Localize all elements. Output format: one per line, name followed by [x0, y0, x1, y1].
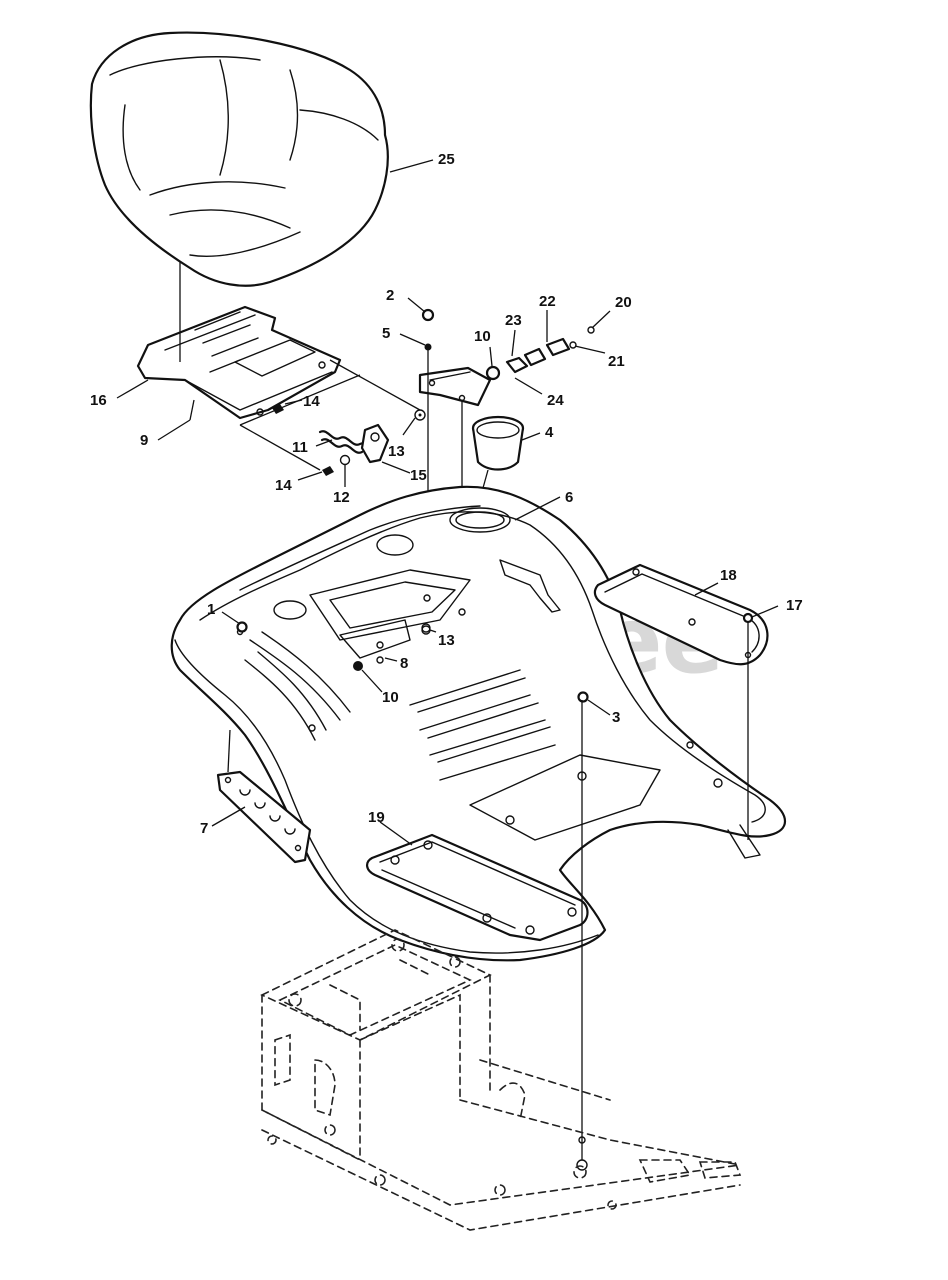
- callout-10-lower: 10: [382, 689, 399, 706]
- callout-18: 18: [720, 567, 737, 584]
- callout-6: 6: [565, 489, 573, 506]
- fender: [170, 485, 787, 962]
- callout-13-upper: 13: [388, 443, 405, 460]
- footrest-pad-left: [366, 833, 589, 942]
- callout-7: 7: [200, 820, 208, 837]
- callout-1: 1: [207, 601, 215, 618]
- callout-16: 16: [90, 392, 107, 409]
- callout-21: 21: [608, 353, 625, 370]
- leaders-fender: [236, 612, 754, 1171]
- callout-9: 9: [140, 432, 148, 449]
- seat-bracket: [136, 262, 342, 420]
- callout-2: 2: [386, 287, 394, 304]
- callout-4: 4: [545, 424, 554, 441]
- callout-23: 23: [505, 312, 522, 329]
- callout-22: 22: [539, 293, 556, 310]
- callout-8: 8: [400, 655, 408, 672]
- seat-adjuster-plate: [216, 729, 312, 864]
- callout-17: 17: [786, 597, 803, 614]
- callout-13-lower: 13: [438, 632, 455, 649]
- callout-10-upper: 10: [474, 328, 491, 345]
- callout-labels: 25 2 5 16 9 14 11 13 14 12 15 10 23 22 2…: [90, 151, 803, 837]
- callout-11: 11: [292, 439, 308, 456]
- callout-19: 19: [368, 809, 385, 826]
- seat: [89, 31, 389, 287]
- callout-15: 15: [410, 467, 427, 484]
- callout-24: 24: [547, 392, 564, 409]
- cup-holder: [471, 415, 525, 507]
- callout-25: 25: [438, 151, 455, 168]
- callout-5: 5: [382, 325, 390, 342]
- callout-20: 20: [615, 294, 632, 311]
- callout-leaders: [116, 159, 779, 846]
- callout-14-upper: 14: [303, 393, 320, 410]
- seat-hinge: [239, 359, 492, 476]
- callout-14-lower: 14: [275, 477, 292, 494]
- callout-3: 3: [612, 709, 620, 726]
- tractor-frame: [260, 929, 742, 1231]
- callout-12: 12: [333, 489, 350, 506]
